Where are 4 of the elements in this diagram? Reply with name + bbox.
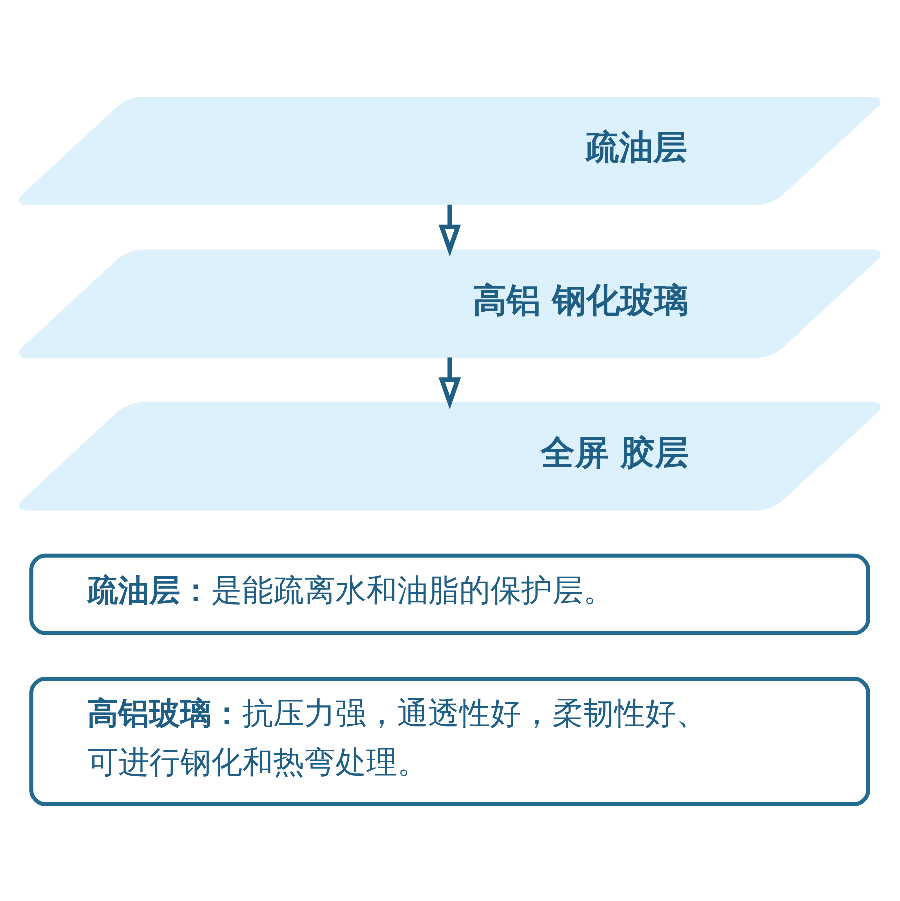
node-box: 疏油层：是能疏离水和油脂的保护层。: [30, 553, 870, 635]
arrow: [438, 204, 462, 256]
arrow: [438, 357, 462, 410]
node-box: 高铝玻璃：抗压力强，通透性好，柔韧性好、可进行钢化和热弯处理。: [30, 676, 870, 806]
